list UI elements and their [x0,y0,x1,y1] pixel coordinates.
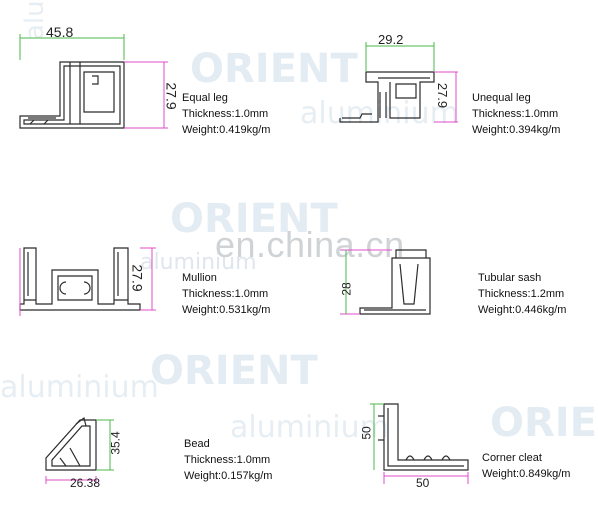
equal-leg-drawing [19,61,125,129]
equal-leg-weight: Weight:0.419kg/m [182,124,271,136]
equal-leg-height-label: 27.9 [163,82,180,110]
corner-cleat-width-label: 50 [416,476,430,490]
unequal-leg-drawing [339,71,435,123]
unequal-leg-thickness: Thickness:1.0mm [472,108,559,120]
unequal-leg-height-label: 27.9 [435,82,451,109]
mullion-specs: Mullion Thickness:1.0mm Weight:0.531kg/m [182,270,270,318]
equal-leg-specs: Equal leg Thickness:1.0mm Weight:0.419kg… [182,90,270,138]
tubular-sash-thickness: Thickness:1.2mm [478,288,565,300]
bead-thickness: Thickness:1.0mm [184,454,271,466]
unequal-leg-name: Unequal leg [472,92,531,104]
bead-height-label: 35.4 [108,431,123,455]
corner-cleat-name: Corner cleat [482,452,542,464]
mullion-height-label: 27.9 [129,264,146,292]
bead-weight: Weight:0.157kg/m [184,470,273,482]
tubular-sash-weight: Weight:0.446kg/m [478,304,567,316]
corner-cleat-weight: Weight:0.849kg/m [482,468,571,480]
tubular-sash-name: Tubular sash [478,272,542,284]
bead-drawing [45,416,97,471]
mullion-name: Mullion [182,272,217,284]
equal-leg-thickness: Thickness:1.0mm [182,108,269,120]
equal-leg-width-label: 45.8 [46,24,74,40]
corner-cleat-specs: Corner cleat Weight:0.849kg/m [482,450,570,482]
unequal-leg-width-label: 29.2 [378,32,404,47]
bead-specs: Bead Thickness:1.0mm Weight:0.157kg/m [184,436,272,484]
bead-width-label: 26.38 [70,476,101,490]
mullion-thickness: Thickness:1.0mm [182,288,269,300]
tubular-sash-height-label: 28 [339,282,354,296]
tubular-sash-drawing [359,249,431,315]
corner-cleat-drawing [378,403,469,471]
corner-cleat-height-label: 50 [359,426,374,440]
mullion-weight: Weight:0.531kg/m [182,304,271,316]
site-watermark: en.china.cn [215,224,405,265]
equal-leg-name: Equal leg [182,92,228,104]
bead-name: Bead [184,438,210,450]
mullion-drawing [19,247,141,311]
unequal-leg-specs: Unequal leg Thickness:1.0mm Weight:0.394… [472,90,560,138]
unequal-leg-weight: Weight:0.394kg/m [472,124,561,136]
tubular-sash-specs: Tubular sash Thickness:1.2mm Weight:0.44… [478,270,566,318]
